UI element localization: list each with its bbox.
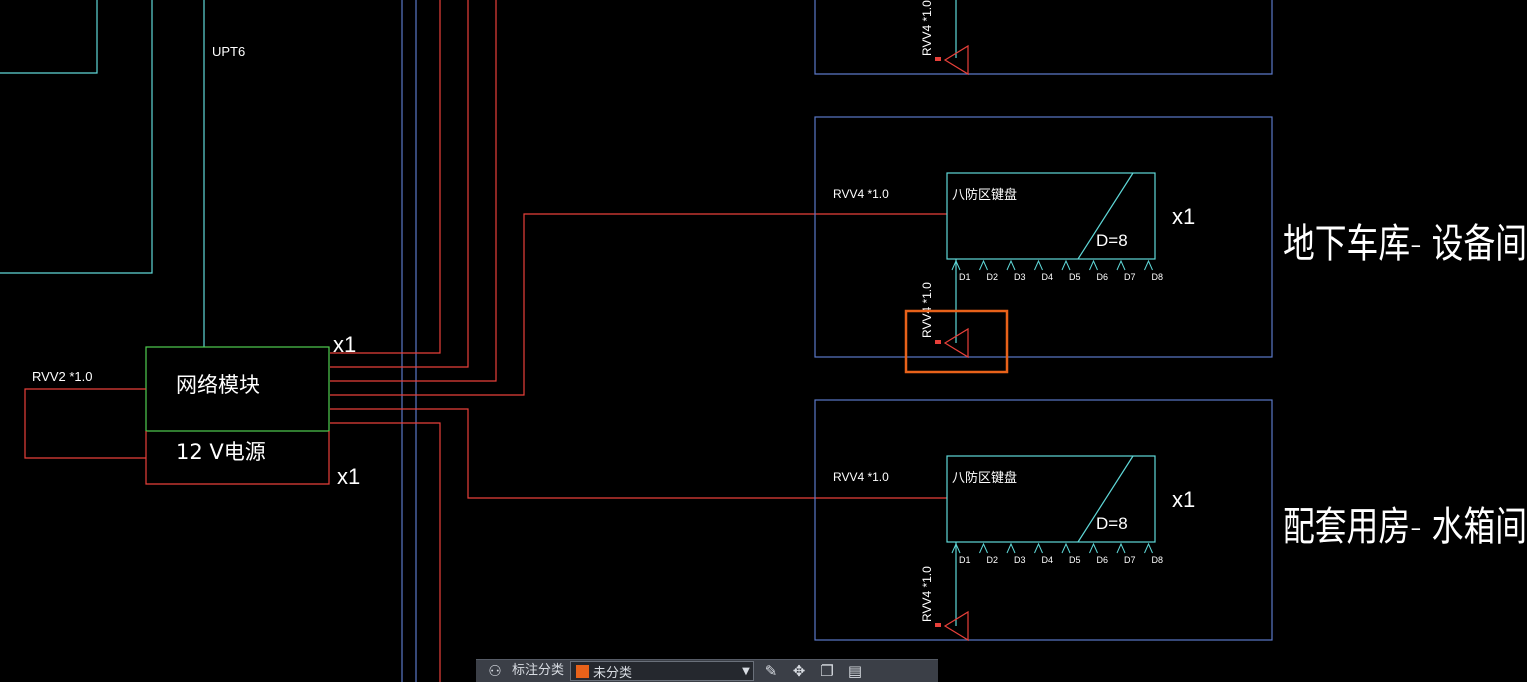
terminal-label: D3 bbox=[1014, 272, 1026, 282]
paste-icon[interactable]: ▤ bbox=[847, 662, 863, 680]
module-quantity: x1 bbox=[333, 332, 356, 357]
zone1-keypad-label: 八防区键盘 bbox=[952, 187, 1017, 203]
terminal-label: D4 bbox=[1042, 555, 1054, 565]
terminal-mark bbox=[1116, 259, 1126, 271]
power-label: 12 V电源 bbox=[176, 440, 266, 464]
red-cable-5 bbox=[330, 408, 947, 499]
terminal-label: D3 bbox=[1014, 555, 1026, 565]
terminal-label: D7 bbox=[1124, 555, 1136, 565]
zone2-cable-label: RVV4 *1.0 bbox=[833, 470, 889, 484]
zone2-vertical-label: RVV4 *1.0 bbox=[920, 566, 934, 622]
red-cable-2 bbox=[330, 0, 469, 368]
zone1-cable-label: RVV4 *1.0 bbox=[833, 187, 889, 201]
detector-icon-zone1[interactable] bbox=[943, 327, 969, 359]
terminal-mark bbox=[1034, 259, 1043, 271]
terminal-mark bbox=[1116, 542, 1126, 554]
terminal-mark bbox=[1006, 542, 1016, 554]
terminal-label: D6 bbox=[1097, 272, 1109, 282]
terminal-mark bbox=[1089, 259, 1098, 271]
zone1-keypad-box[interactable] bbox=[946, 172, 1156, 260]
terminal-mark bbox=[979, 259, 988, 271]
category-color-swatch bbox=[576, 664, 590, 678]
annotation-category-select[interactable]: 未分类 ▼ bbox=[570, 661, 755, 681]
terminal-label: D8 bbox=[1152, 272, 1164, 282]
zone2-terminals: D1 D2 D3 D4 D5 D6 D7 D8 bbox=[951, 542, 1164, 565]
power-quantity: x1 bbox=[337, 464, 360, 489]
zone2-keypad-diagonal bbox=[1077, 455, 1134, 543]
detector-icon-top[interactable] bbox=[943, 44, 969, 76]
terminal-mark bbox=[1061, 542, 1071, 554]
network-module-label: 网络模块 bbox=[176, 373, 260, 397]
terminal-label: D4 bbox=[1042, 272, 1054, 282]
terminal-mark bbox=[1144, 542, 1153, 554]
terminal-mark bbox=[1034, 542, 1043, 554]
terminal-label: D8 bbox=[1152, 555, 1164, 565]
zone1-frame bbox=[814, 116, 1273, 358]
cyan-frame-left bbox=[0, 0, 153, 274]
rvv2-loop bbox=[24, 388, 146, 459]
red-cable-1 bbox=[330, 0, 441, 354]
zone1-d-label: D=8 bbox=[1096, 231, 1128, 250]
edit-icon[interactable]: ✎ bbox=[764, 662, 778, 680]
terminal-label: D5 bbox=[1069, 555, 1081, 565]
terminal-label: D1 bbox=[959, 555, 971, 565]
zone2-quantity: x1 bbox=[1172, 487, 1195, 512]
detector-marker-top bbox=[935, 57, 941, 61]
rvv2-label: RVV2 *1.0 bbox=[32, 369, 92, 384]
terminal-mark bbox=[1144, 259, 1153, 271]
terminal-label: D5 bbox=[1069, 272, 1081, 282]
classify-icon[interactable]: ⚇ bbox=[488, 662, 502, 680]
red-cable-6 bbox=[330, 422, 441, 682]
category-select-value: 未分类 bbox=[593, 665, 633, 681]
zone2-frame bbox=[814, 399, 1273, 641]
terminal-mark bbox=[979, 542, 988, 554]
terminal-label: D2 bbox=[987, 272, 999, 282]
zone2-room-label: 配套用房- 水箱间 bbox=[1283, 504, 1527, 550]
selection-highlight[interactable] bbox=[904, 309, 1009, 374]
annotation-category-label: 标注分类 bbox=[512, 663, 565, 678]
red-cable-3 bbox=[330, 0, 497, 382]
detector-marker-zone2 bbox=[935, 623, 941, 627]
red-cable-4 bbox=[330, 213, 947, 396]
zone1-keypad-diagonal bbox=[1077, 172, 1134, 260]
top-vertical-label: RVV4 *1.0 bbox=[920, 0, 934, 56]
upt6-label: UPT6 bbox=[212, 44, 245, 59]
zone2-keypad-label: 八防区键盘 bbox=[952, 470, 1017, 486]
cyan-frame-top-left bbox=[0, 0, 98, 74]
zone2-d-label: D=8 bbox=[1096, 514, 1128, 533]
annotation-toolbar: ⚇ 标注分类 未分类 ▼ ✎ ✥ ❐ ▤ bbox=[476, 659, 938, 682]
detector-icon-zone2[interactable] bbox=[943, 610, 969, 642]
move-icon[interactable]: ✥ bbox=[792, 662, 806, 680]
zone1-terminals: D1 D2 D3 D4 D5 D6 D7 D8 bbox=[951, 259, 1164, 282]
terminal-label: D6 bbox=[1097, 555, 1109, 565]
terminal-label: D2 bbox=[987, 555, 999, 565]
terminal-label: D7 bbox=[1124, 272, 1136, 282]
zone2-keypad-box[interactable] bbox=[946, 455, 1156, 543]
zone-top-frame bbox=[814, 0, 1273, 75]
zone1-quantity: x1 bbox=[1172, 204, 1195, 229]
terminal-mark bbox=[1089, 542, 1098, 554]
detector-marker-zone1 bbox=[935, 340, 941, 344]
terminal-label: D1 bbox=[959, 272, 971, 282]
chevron-down-icon[interactable]: ▼ bbox=[742, 665, 750, 677]
copy-icon[interactable]: ❐ bbox=[820, 662, 834, 680]
zone1-room-label: 地下车库- 设备间 bbox=[1283, 221, 1527, 267]
terminal-mark bbox=[1061, 259, 1071, 271]
terminal-mark bbox=[1006, 259, 1016, 271]
